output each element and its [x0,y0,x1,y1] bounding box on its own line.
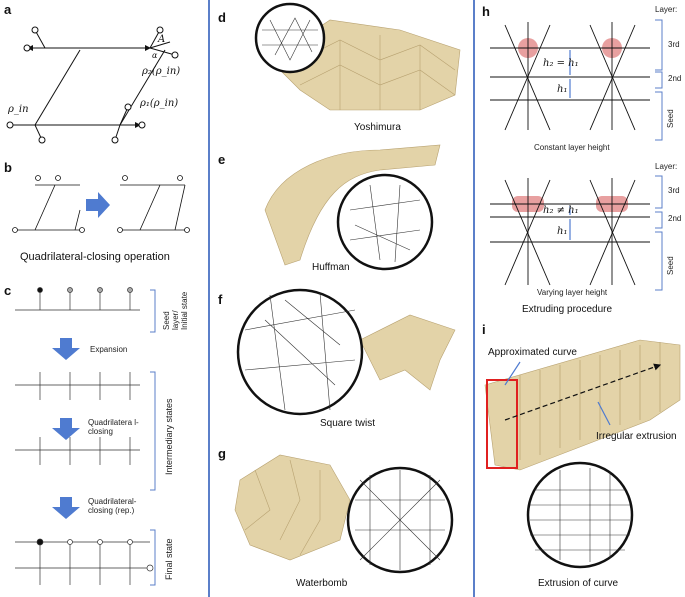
h-h2eq: h₂ = h₁ [543,58,579,69]
h-layer-seed-2: Seed [666,256,675,275]
c-step-quad1: Quadrilatera l-closing [88,418,139,436]
panel-e-lens-mesh [349,184,421,263]
caption-waterbomb: Waterbomb [296,578,348,589]
panel-e-lens [336,173,434,271]
panel-c-arrows [52,338,80,519]
panel-i-dashed-axis [504,363,662,421]
c-step-expansion: Expansion [90,345,128,354]
label-A: A [158,34,166,45]
h-layer-2nd-2: 2nd [668,214,682,223]
caption-extruding: Extruding procedure [522,304,613,315]
divider-right [473,0,475,597]
panel-c-brackets [150,289,156,586]
h-layer-title-1: Layer: [655,5,678,14]
panel-d-lens-mesh [262,17,318,61]
label-rho2: ρ₂(ρ_in) [142,66,181,77]
panel-f-lens-mesh [244,292,356,411]
label-approx-curve: Approximated curve [488,347,577,358]
panel-g-lens-mesh [355,470,445,570]
caption-quad-closing: Quadrilateral-closing operation [20,251,170,263]
h-h1-top: h₁ [557,84,568,95]
panel-c-graphs [15,287,154,585]
c-side-intermediary: Intermediary states [164,398,174,475]
panel-letter-b: b [4,160,12,175]
panel-h-bottom [490,178,650,286]
panel-g-origami [234,454,351,561]
panel-i-tube [484,339,681,471]
label-irregular-extrusion: Irregular extrusion [596,431,677,442]
panel-i-lens-mesh [530,468,630,562]
panel-d-lens [254,2,326,74]
panel-letter-c: c [4,283,12,298]
panel-i-lens [526,461,634,569]
h-layer-title-2: Layer: [655,162,678,171]
caption-varying-height: Varying layer height [537,288,608,297]
c-side-final: Final state [164,538,174,580]
h-layer-seed-1: Seed [666,109,675,128]
panel-letter-i: i [482,322,486,337]
panel-f-origami [359,314,456,391]
panel-e-origami [264,144,441,266]
panel-i-red-section [486,379,518,469]
c-step-quad2: Quadrilateral- closing (rep.) [88,497,137,515]
panel-b-arrow [86,192,110,218]
panel-b-graph [12,175,190,233]
caption-yoshimura: Yoshimura [354,122,401,133]
panel-h-top [490,22,650,131]
label-rho1: ρ₁(ρ_in) [140,98,179,109]
h-layer-3rd-2: 3rd [668,186,680,195]
h-h1-bottom: h₁ [557,226,568,237]
panel-f-lens [236,288,364,416]
h-layer-3rd-1: 3rd [668,40,680,49]
caption-square-twist: Square twist [320,418,376,429]
panel-h-brackets [655,19,663,291]
panel-letter-f: f [218,292,223,307]
caption-extrusion-curve: Extrusion of curve [538,578,619,589]
divider-left [208,0,210,597]
label-rho-in: ρ_in [8,104,29,115]
caption-constant-height: Constant layer height [534,143,610,152]
h-layer-2nd-1: 2nd [668,74,682,83]
panel-letter-a: a [4,2,12,17]
panel-letter-h: h [482,4,490,19]
panel-i-pointer2 [597,401,611,426]
label-alpha: α [152,51,158,60]
h-h2neq: h₂ ≠ h₁ [543,205,579,216]
c-side-seed: Seed layer/ Initial state [162,291,189,330]
panel-letter-e: e [218,152,226,167]
panel-letter-g: g [218,446,226,461]
panel-letter-d: d [218,10,226,25]
panel-a-graph [6,26,179,144]
caption-huffman: Huffman [312,262,350,273]
panel-i-pointer1 [504,361,521,386]
